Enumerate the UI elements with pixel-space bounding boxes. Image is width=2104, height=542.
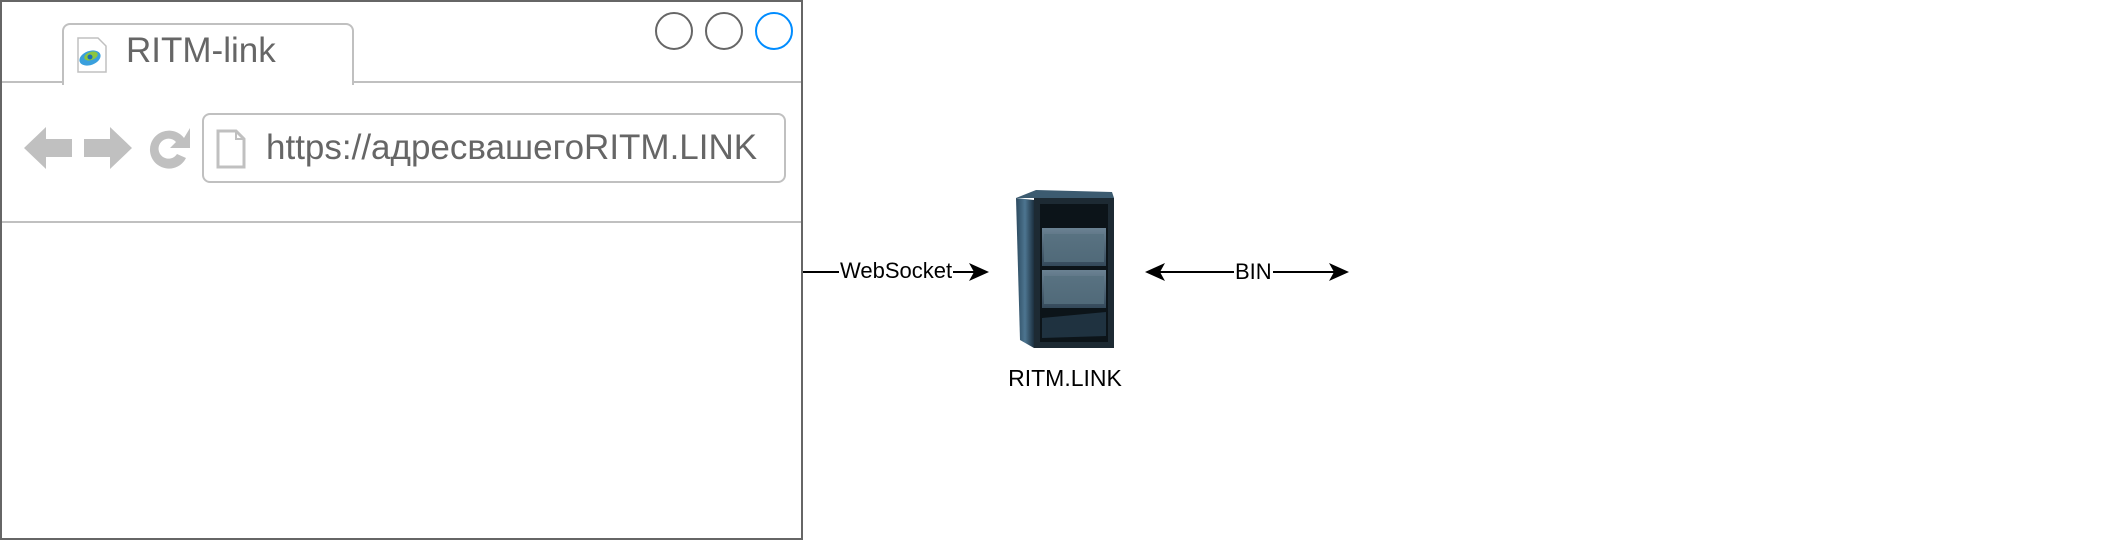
websocket-label: WebSocket xyxy=(839,258,954,283)
browser-window: RITM-link https://адресвашегоRITM.LINK xyxy=(0,0,803,540)
maximize-button[interactable] xyxy=(705,12,743,50)
document-icon xyxy=(216,129,246,169)
address-bar[interactable]: https://адресвашегоRITM.LINK xyxy=(202,113,786,183)
server-label: RITM.LINK xyxy=(1008,365,1122,391)
arrowhead-left-icon xyxy=(1145,263,1165,281)
web-page-icon xyxy=(77,37,107,73)
url-text: https://адресвашегоRITM.LINK xyxy=(266,128,758,167)
tab-title: RITM-link xyxy=(126,31,276,70)
reload-icon[interactable] xyxy=(146,124,194,172)
browser-tab[interactable]: RITM-link xyxy=(62,23,354,85)
arrowhead-icon xyxy=(969,263,989,281)
server-rack-icon xyxy=(1016,190,1114,348)
minimize-button[interactable] xyxy=(655,12,693,50)
arrow-left-icon[interactable] xyxy=(24,124,72,172)
close-button[interactable] xyxy=(755,12,793,50)
tab-bar-divider xyxy=(2,81,801,83)
toolbar-divider xyxy=(2,221,801,223)
arrowhead-right-icon xyxy=(1329,263,1349,281)
arrow-right-icon[interactable] xyxy=(84,124,132,172)
bin-label: BIN xyxy=(1234,259,1273,284)
